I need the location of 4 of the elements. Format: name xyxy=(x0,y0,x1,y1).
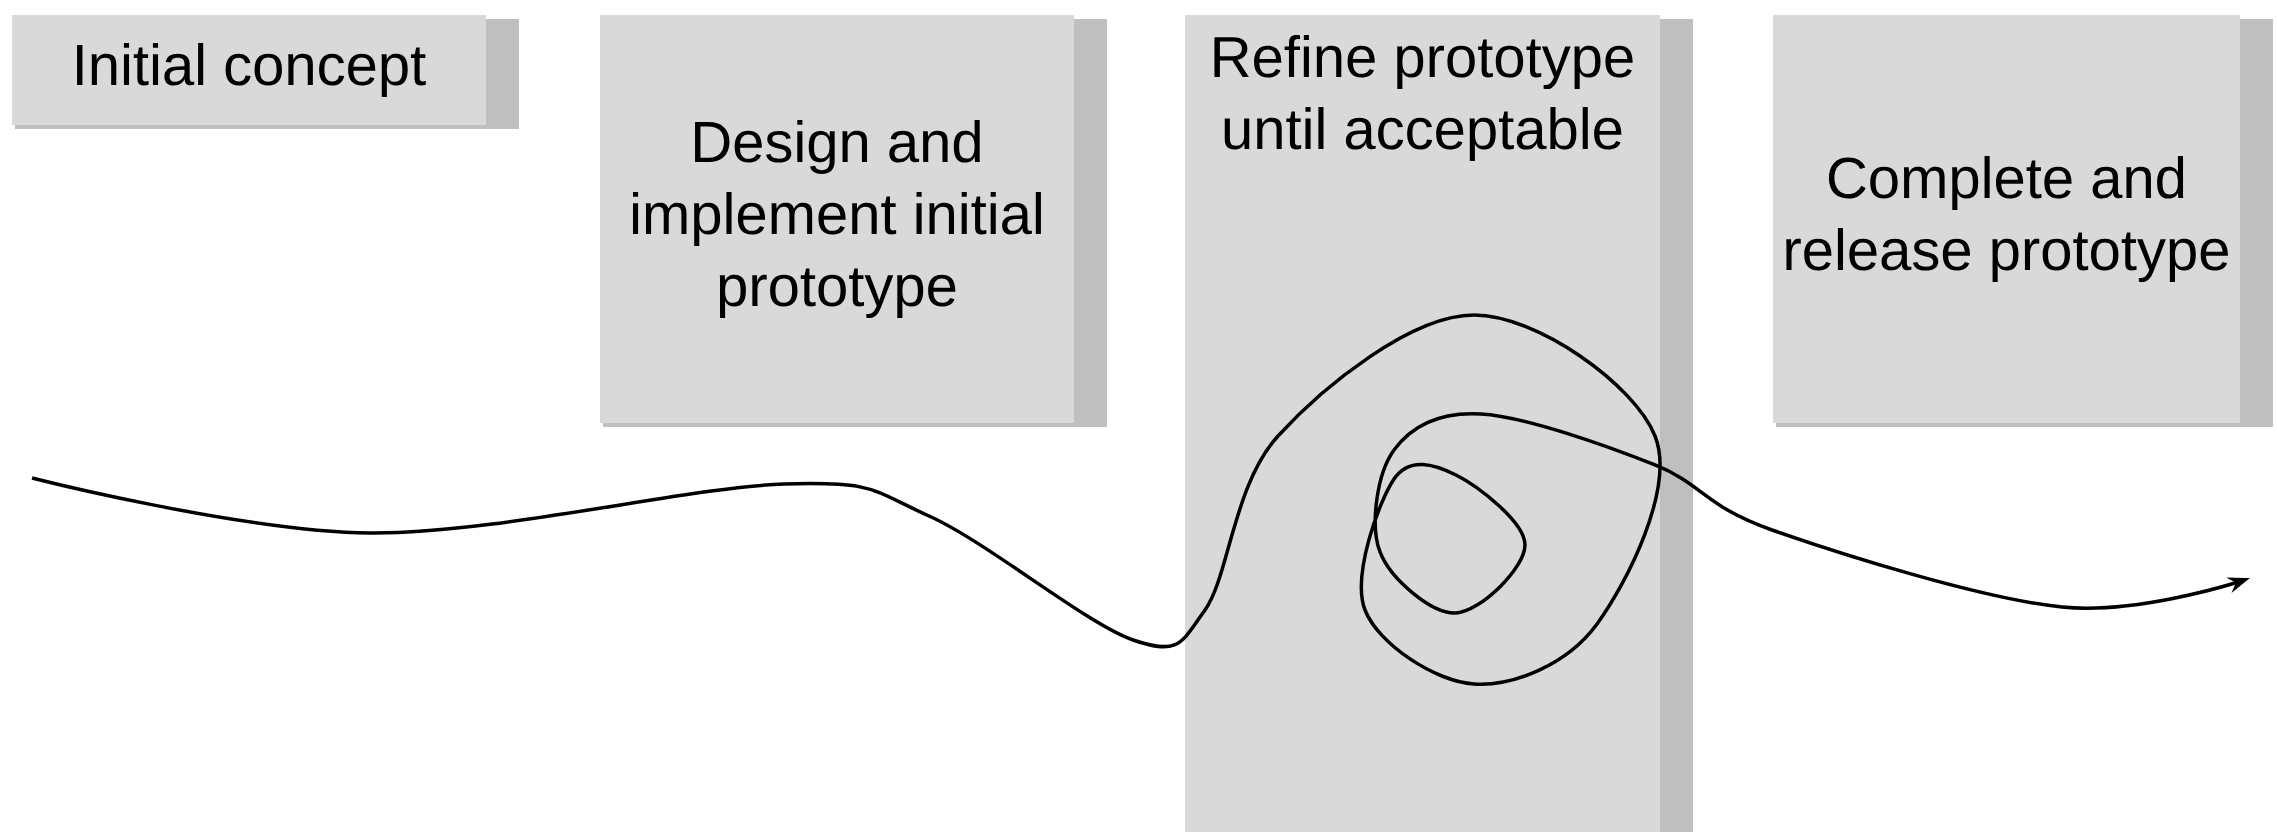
process-box: Complete and release prototype xyxy=(1773,15,2273,427)
process-box: Refine prototype until acceptable xyxy=(1185,15,1693,832)
process-box: Initial concept xyxy=(12,15,519,129)
process-box: Design and implement initial prototype xyxy=(600,15,1107,427)
